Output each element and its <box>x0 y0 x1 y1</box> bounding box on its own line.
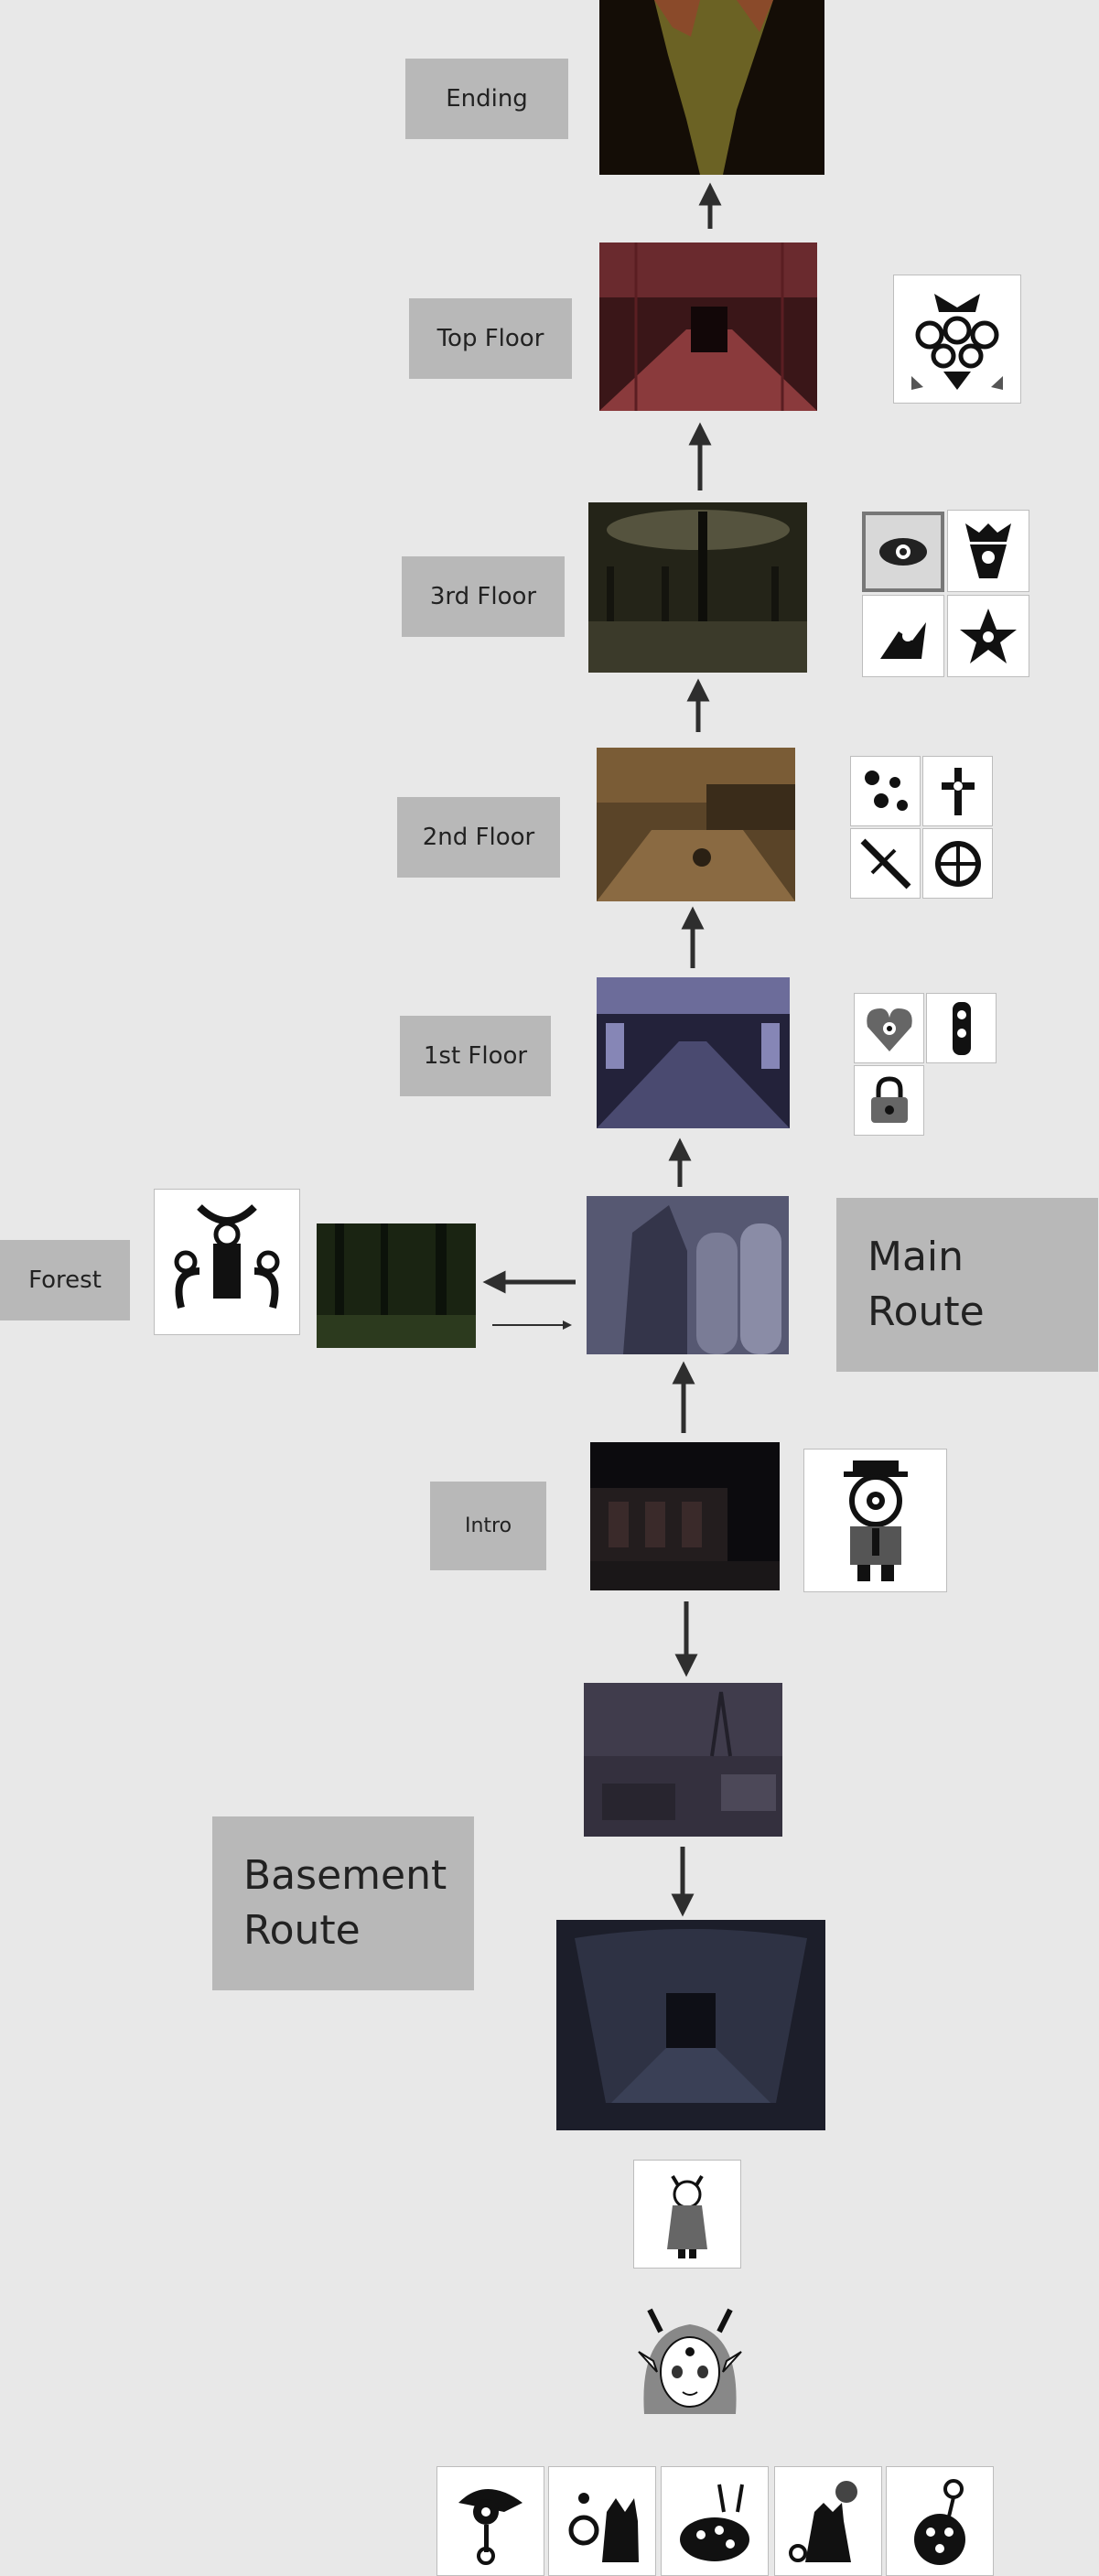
eye-creature-icon <box>879 538 927 566</box>
second-floor-scene <box>597 748 795 901</box>
bomb-creature-icon <box>914 2479 965 2565</box>
second-floor-sprite-1 <box>850 756 921 826</box>
intro-label: Intro <box>430 1482 546 1570</box>
top-floor-scene <box>599 243 817 411</box>
third-floor-sprite-bird <box>862 595 944 677</box>
forest-sprite <box>154 1189 300 1335</box>
basement-small-sprite <box>633 2160 741 2269</box>
star-creature-icon <box>960 609 1017 663</box>
wheel-creature-icon <box>934 840 981 887</box>
forest-creature-icon <box>174 1204 280 1309</box>
first-floor-sprites <box>854 993 997 1136</box>
main-route-scene-art <box>587 1196 789 1354</box>
intro-character-sprite <box>803 1449 947 1592</box>
scattered-eyes-icon <box>864 770 908 811</box>
third-floor-scene-art <box>588 502 807 673</box>
basement-creature-1 <box>436 2466 544 2576</box>
fox-creature-icon <box>568 2493 639 2562</box>
second-floor-scene-art <box>597 748 795 901</box>
ending-scene-art <box>599 0 824 175</box>
main-route-line-2: Route <box>867 1288 985 1335</box>
basement-route-line-1: Basement <box>243 1852 447 1899</box>
first-floor-scene <box>597 977 790 1128</box>
first-floor-sprite-totem <box>926 993 997 1063</box>
basement-portrait <box>633 2304 747 2421</box>
intro-scene <box>590 1442 780 1590</box>
second-floor-label: 2nd Floor <box>397 797 560 878</box>
intro-label-text: Intro <box>464 1514 512 1537</box>
forest-scene-art <box>317 1223 476 1348</box>
first-floor-label-text: 1st Floor <box>423 1042 528 1070</box>
top-floor-label: Top Floor <box>409 298 572 379</box>
forest-scene <box>317 1223 476 1348</box>
basement-scene-art <box>556 1920 825 2130</box>
basement-entrance-scene-art <box>584 1683 782 1837</box>
horned-girl-sprite-icon <box>667 2174 707 2258</box>
crown-creature-icon <box>965 523 1011 578</box>
third-floor-sprites <box>862 510 1031 679</box>
cross-creature-icon <box>941 767 975 815</box>
cat-creature-icon <box>789 2481 857 2562</box>
first-floor-label: 1st Floor <box>400 1016 551 1096</box>
basement-entrance-scene <box>584 1683 782 1837</box>
forest-label-text: Forest <box>28 1266 102 1294</box>
bird-creature-icon <box>880 622 926 659</box>
ending-label-text: Ending <box>446 85 528 113</box>
sword-creature-icon <box>860 838 910 889</box>
basement-creature-5 <box>886 2466 994 2576</box>
top-floor-label-text: Top Floor <box>436 325 544 352</box>
forest-label: Forest <box>0 1240 130 1320</box>
intro-scene-art <box>590 1442 780 1590</box>
second-floor-sprite-4 <box>922 828 993 899</box>
basement-creature-2 <box>548 2466 656 2576</box>
intro-character-icon <box>843 1460 908 1581</box>
second-floor-sprite-2 <box>922 756 993 826</box>
third-floor-sprite-crown <box>947 510 1029 592</box>
ending-label: Ending <box>405 59 568 139</box>
basement-creature-4 <box>774 2466 882 2576</box>
third-floor-sprite-eye <box>862 512 944 592</box>
third-floor-label: 3rd Floor <box>402 556 565 637</box>
basement-creature-3 <box>661 2466 769 2576</box>
top-floor-boss-art <box>911 293 1003 390</box>
basement-scene <box>556 1920 825 2130</box>
second-floor-sprite-3 <box>850 828 921 899</box>
main-route-scene <box>587 1196 789 1354</box>
first-floor-sprite-heart <box>854 993 924 1063</box>
crow-creature-icon <box>458 2489 523 2565</box>
snail-creature-icon <box>680 2484 749 2561</box>
second-floor-sprites <box>850 756 993 899</box>
heart-creature-icon <box>866 1008 912 1051</box>
main-route-line-1: Main <box>867 1234 964 1280</box>
third-floor-sprite-star <box>947 595 1029 677</box>
third-floor-label-text: 3rd Floor <box>429 583 537 610</box>
first-floor-scene-art <box>597 977 790 1128</box>
first-floor-sprite-lock <box>854 1065 924 1136</box>
top-floor-boss-sprite <box>893 275 1021 404</box>
basement-creature-sprites <box>436 2466 998 2576</box>
ending-scene <box>599 0 824 175</box>
horned-girl-portrait-art <box>638 2308 742 2414</box>
third-floor-scene <box>588 502 807 673</box>
basement-route-line-2: Route <box>243 1907 361 1954</box>
second-floor-label-text: 2nd Floor <box>422 824 535 851</box>
totem-creature-icon <box>952 1001 971 1055</box>
top-floor-scene-art <box>599 243 817 411</box>
lock-creature-icon <box>870 1075 908 1123</box>
